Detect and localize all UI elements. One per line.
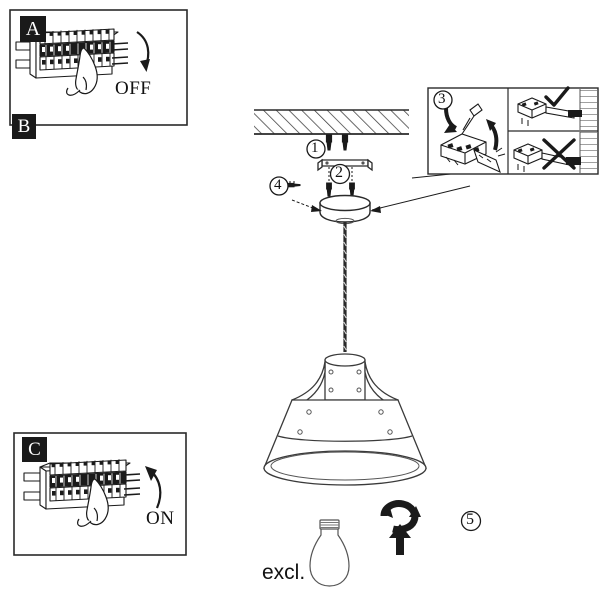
callout-5-label: 5	[466, 511, 474, 528]
cross-icon	[542, 138, 576, 170]
panel-c-badge-label: C	[28, 438, 41, 460]
edison-bulb	[309, 519, 350, 587]
callout-4-label: 4	[274, 177, 282, 193]
off-arrow-icon	[136, 31, 150, 72]
off-label: OFF	[115, 78, 152, 99]
wiring-inset-panel	[427, 86, 599, 175]
pendant-shade	[263, 353, 427, 486]
panel-b-badge-label: B	[17, 115, 31, 137]
callout-2-label: 2	[335, 164, 343, 181]
wiring-inset-leader	[370, 171, 471, 213]
panel-a-breaker-illustration	[15, 28, 129, 96]
panel-a-frame	[9, 9, 188, 126]
ceiling	[254, 109, 409, 135]
panel-c-badge: C	[22, 437, 47, 462]
panel-a-badge: A	[20, 16, 46, 42]
panel-c-frame	[13, 432, 187, 556]
canopy-set-screw	[287, 181, 322, 212]
ceiling-screws	[325, 134, 349, 152]
check-icon	[544, 86, 570, 107]
panel-a-badge-label: A	[25, 17, 41, 40]
insert-bulb-arrow-icon	[389, 524, 411, 555]
callout-1-label: 1	[311, 140, 319, 156]
on-arrow-icon	[145, 466, 162, 509]
bracket-screws	[326, 167, 355, 197]
on-label: ON	[146, 508, 175, 529]
callout-3-label: 3	[438, 91, 446, 107]
correct-example	[517, 97, 582, 126]
mounting-bracket	[317, 158, 373, 172]
panel-b-badge: B	[12, 114, 36, 139]
rotate-bulb-icon	[380, 500, 421, 534]
bulb-excluded-note: excl.	[262, 561, 306, 584]
callout-circles	[269, 90, 482, 532]
panel-c-breaker-illustration	[23, 459, 141, 527]
ceiling-canopy	[319, 194, 371, 225]
suspension-cord	[343, 222, 347, 352]
